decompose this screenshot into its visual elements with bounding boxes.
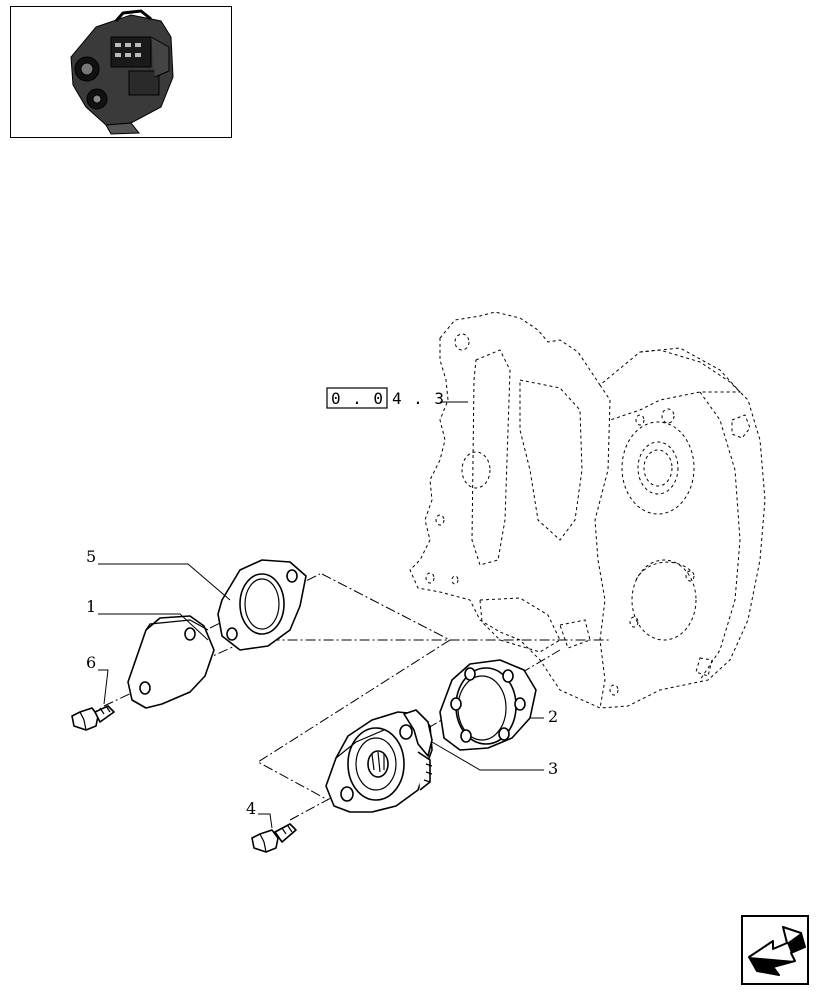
gasket-round <box>439 659 537 751</box>
callout-3: 3 <box>548 759 558 778</box>
bolt-upper <box>71 705 115 731</box>
reference-box: 0 . 0 4 . 3 <box>326 387 468 409</box>
callout-4: 4 <box>246 799 256 818</box>
reference-suffix-text: 4 . 3 <box>392 389 444 408</box>
leader-5 <box>98 563 231 601</box>
timing-case-housing <box>409 311 766 709</box>
next-page-arrow-icon <box>748 926 806 976</box>
leader-1 <box>98 613 209 641</box>
pump-flange-assembly <box>325 709 433 813</box>
leader-3 <box>431 741 544 771</box>
engine-thumbnail <box>10 6 232 138</box>
leader-lines <box>98 563 544 829</box>
callout-numbers: 5 1 6 2 3 4 <box>86 547 558 818</box>
callout-6: 6 <box>86 653 96 672</box>
gasket-upper <box>217 559 307 651</box>
cover-plate <box>127 615 215 709</box>
reference-frame <box>326 387 388 409</box>
reference-boxed-text: 0 . 0 <box>331 389 383 408</box>
callout-5: 5 <box>86 547 96 566</box>
callout-1: 1 <box>86 597 96 616</box>
leader-6 <box>98 669 109 705</box>
leader-4 <box>258 813 273 829</box>
next-page-button[interactable] <box>741 915 809 985</box>
callout-2: 2 <box>548 707 558 726</box>
bolt-lower <box>251 823 297 853</box>
engine-thumbnail-icon <box>70 9 174 135</box>
